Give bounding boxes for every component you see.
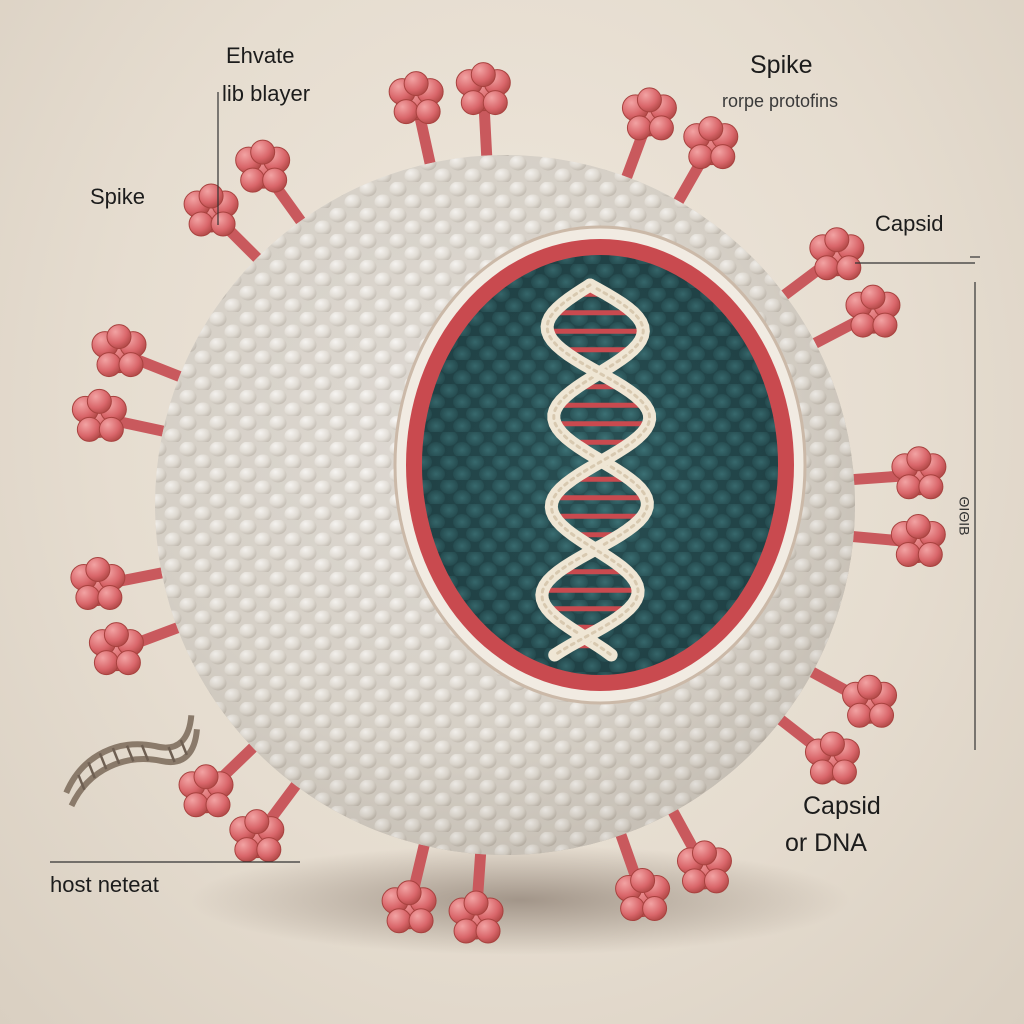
spike-head xyxy=(71,388,127,442)
vertical-scale-label: ΘΙΘΙΒ xyxy=(956,496,973,536)
spike-head xyxy=(70,556,126,610)
spike-head xyxy=(91,324,147,378)
spike-head xyxy=(891,446,947,500)
envelope-label-line2: lib blayer xyxy=(222,81,311,106)
envelope-label-line1: Ehvate xyxy=(226,43,295,68)
spike-sublabel-top: rorpe protofins xyxy=(722,91,839,111)
spike-head xyxy=(845,284,901,338)
spike-head xyxy=(455,62,511,116)
spike-head xyxy=(183,183,239,237)
spike-head xyxy=(235,139,291,193)
dna-backbone-texture xyxy=(540,283,649,657)
spike-head xyxy=(809,227,865,281)
capsid-label-right: Capsid xyxy=(875,211,944,236)
spike-head xyxy=(621,87,677,141)
spike-head xyxy=(178,764,234,818)
leader-lines xyxy=(50,92,980,863)
spike-head xyxy=(804,731,860,785)
spike-head xyxy=(683,116,739,170)
spike-head xyxy=(842,674,898,728)
spike-head xyxy=(88,622,144,676)
spike-label-left: Spike xyxy=(90,184,146,209)
dna-double-helix xyxy=(535,278,657,662)
spike-head xyxy=(448,890,504,944)
capsid-label-bottom-line2: or DNA xyxy=(785,829,867,857)
spike-head xyxy=(229,809,285,863)
spike-head xyxy=(890,513,946,567)
spike-head xyxy=(615,868,671,922)
spike-head xyxy=(388,71,444,125)
host-label: host neteat xyxy=(50,872,159,897)
dna-backbone-texture xyxy=(545,283,652,657)
spike-label-top: Spike xyxy=(750,51,813,79)
host-dna-fragment xyxy=(63,715,200,808)
capsid-label-bottom-line1: Capsid xyxy=(803,792,881,820)
spike-proteins xyxy=(70,62,947,944)
spike-head xyxy=(381,880,437,934)
spike-head xyxy=(676,840,732,894)
